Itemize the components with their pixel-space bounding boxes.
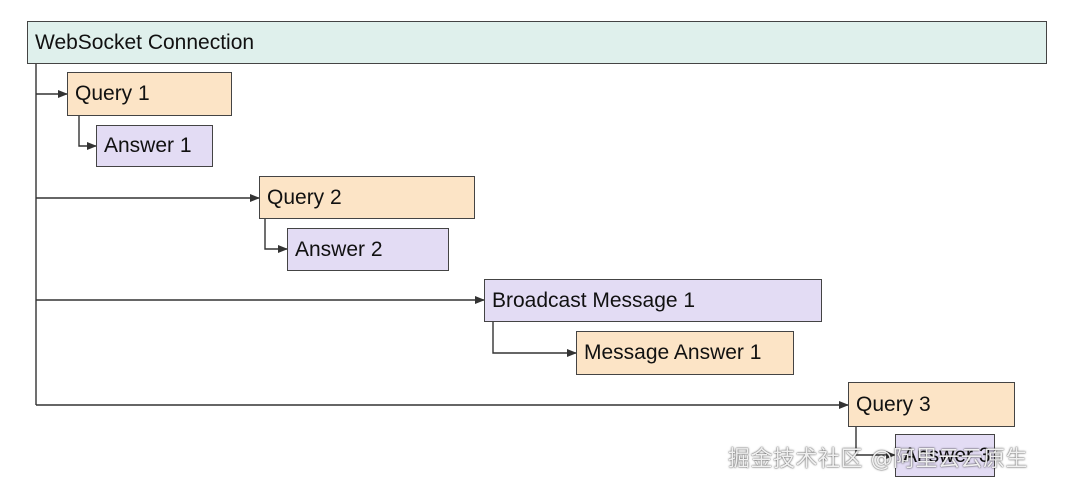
query-3-box: Query 3 — [848, 382, 1015, 427]
arrow-to-message-answer-1 — [492, 322, 577, 357]
answer-1-label: Answer 1 — [104, 134, 192, 157]
query-3-label: Query 3 — [856, 392, 931, 416]
answer-1-box: Answer 1 — [96, 125, 213, 167]
query-2-box: Query 2 — [259, 176, 475, 219]
websocket-connection-label: WebSocket Connection — [35, 30, 255, 54]
answer-3-box: Answer 3 — [895, 434, 995, 477]
arrow-to-answer-2 — [264, 219, 288, 253]
answer-2-box: Answer 2 — [287, 228, 449, 271]
query-1-label: Query 1 — [75, 82, 150, 105]
answer-2-label: Answer 2 — [295, 237, 383, 261]
query-2-label: Query 2 — [267, 185, 342, 209]
query-1-box: Query 1 — [67, 72, 232, 116]
arrow-to-answer-1 — [78, 116, 97, 150]
message-answer-1-label: Message Answer 1 — [584, 341, 762, 364]
websocket-connection-box: WebSocket Connection — [27, 21, 1047, 64]
message-answer-1-box: Message Answer 1 — [576, 331, 794, 375]
answer-3-label: Answer 3 — [903, 443, 991, 467]
arrow-to-answer-3 — [855, 427, 896, 459]
broadcast-message-1-label: Broadcast Message 1 — [492, 288, 696, 312]
watermark-text: 掘金技术社区 @阿里云云原生 — [728, 447, 1028, 472]
broadcast-message-1-box: Broadcast Message 1 — [484, 279, 822, 322]
